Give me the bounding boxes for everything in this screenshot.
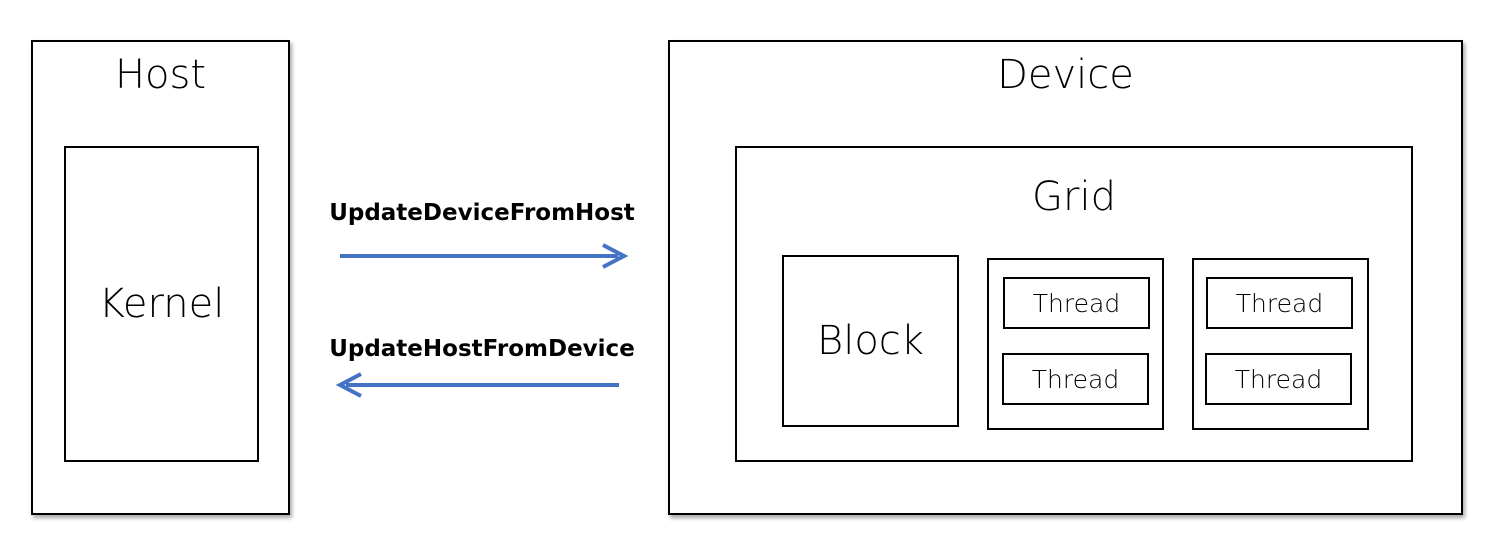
thread-label: Thread	[1032, 288, 1121, 318]
block-label: Block	[817, 318, 924, 364]
thread-box: Thread	[1002, 353, 1149, 405]
thread-label: Thread	[1235, 288, 1324, 318]
host-title: Host	[114, 52, 207, 98]
thread-box: Thread	[1205, 353, 1352, 405]
thread-group-1: Thread Thread	[987, 258, 1164, 430]
kernel-box: Kernel	[64, 146, 259, 462]
thread-box: Thread	[1003, 277, 1150, 329]
host-box: Host Kernel	[31, 40, 290, 515]
arrow-to-device	[340, 243, 629, 269]
update-host-from-device-label: UpdateHostFromDevice	[329, 336, 635, 362]
grid-box: Grid Block Thread Thread Thread Thread	[735, 146, 1413, 462]
block-box: Block	[782, 255, 959, 427]
device-title: Device	[997, 52, 1134, 98]
device-box: Device Grid Block Thread Thread Thread T…	[668, 40, 1463, 515]
thread-group-2: Thread Thread	[1192, 258, 1369, 430]
thread-label: Thread	[1031, 364, 1120, 394]
arrow-to-host	[335, 372, 619, 398]
grid-title: Grid	[1032, 174, 1116, 220]
thread-label: Thread	[1234, 364, 1323, 394]
kernel-label: Kernel	[98, 281, 225, 327]
thread-box: Thread	[1206, 277, 1353, 329]
update-device-from-host-label: UpdateDeviceFromHost	[329, 200, 635, 226]
